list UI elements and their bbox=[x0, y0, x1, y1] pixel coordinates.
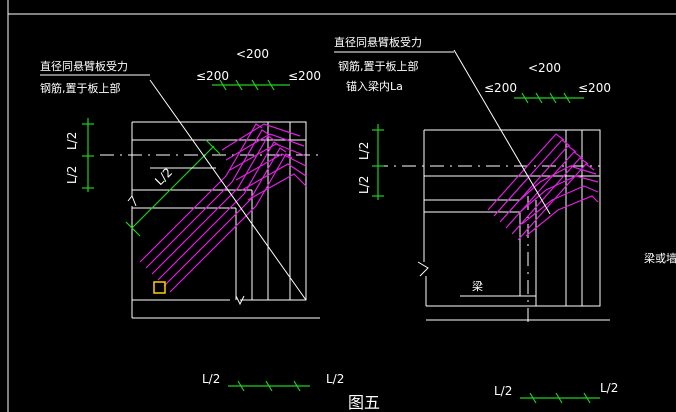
right-beam-label: 梁 bbox=[472, 279, 483, 293]
right-vert-l2-b: L/2 bbox=[357, 176, 371, 194]
left-diagonal-dimension bbox=[125, 139, 221, 237]
left-note-line1: 直径同悬臂板受力 bbox=[40, 59, 128, 73]
left-top-le200-a: ≤200 bbox=[196, 69, 229, 83]
right-rebar-group bbox=[487, 133, 599, 241]
right-vert-l2-a: L/2 bbox=[357, 142, 371, 160]
figure-title: 图五 bbox=[348, 393, 380, 412]
left-rebar-group bbox=[139, 123, 307, 293]
side-label: 梁或墙 bbox=[644, 251, 676, 265]
right-bottom-dimension bbox=[520, 392, 600, 404]
right-note-line2: 钢筋,置于板上部 bbox=[338, 59, 419, 73]
left-detail: 直径同悬臂板受力 钢筋,置于板上部 <200 ≤200 ≤200 L/2 L/2… bbox=[40, 47, 344, 392]
left-vertical-dimension bbox=[82, 118, 94, 192]
right-slab-outline bbox=[417, 129, 610, 321]
left-note-line2: 钢筋,置于板上部 bbox=[40, 81, 121, 95]
left-top-spacing-dimension bbox=[212, 79, 290, 91]
left-vert-l2-a: L/2 bbox=[65, 132, 79, 150]
viewport-frame bbox=[7, 0, 676, 412]
right-detail: 直径同悬臂板受力 钢筋,置于板上部 锚入梁内La <200 ≤200 ≤200 … bbox=[334, 35, 618, 404]
left-vert-l2-b: L/2 bbox=[65, 166, 79, 184]
left-slab-outline bbox=[127, 121, 320, 319]
right-bottom-l2-a: L/2 bbox=[494, 384, 512, 398]
right-vertical-dimension bbox=[372, 124, 384, 200]
left-bottom-l2-a: L/2 bbox=[202, 372, 220, 386]
left-top-lt200: <200 bbox=[236, 47, 269, 61]
right-note-line1: 直径同悬臂板受力 bbox=[334, 35, 422, 49]
right-bottom-l2-b: L/2 bbox=[600, 381, 618, 395]
right-top-le200-b: ≤200 bbox=[578, 81, 611, 95]
right-note-line3: 锚入梁内La bbox=[346, 79, 403, 93]
right-top-le200-a: ≤200 bbox=[484, 81, 517, 95]
selection-marker[interactable] bbox=[153, 281, 166, 294]
right-note-leader bbox=[453, 49, 551, 215]
left-note-leader bbox=[149, 79, 307, 301]
left-bottom-l2-b: L/2 bbox=[326, 372, 344, 386]
right-top-lt200: <200 bbox=[528, 61, 561, 75]
left-bottom-dimension bbox=[228, 380, 310, 392]
right-top-spacing-dimension bbox=[514, 92, 584, 104]
left-diag-l2: L/2 bbox=[152, 165, 175, 188]
left-top-le200-b: ≤200 bbox=[288, 69, 321, 83]
